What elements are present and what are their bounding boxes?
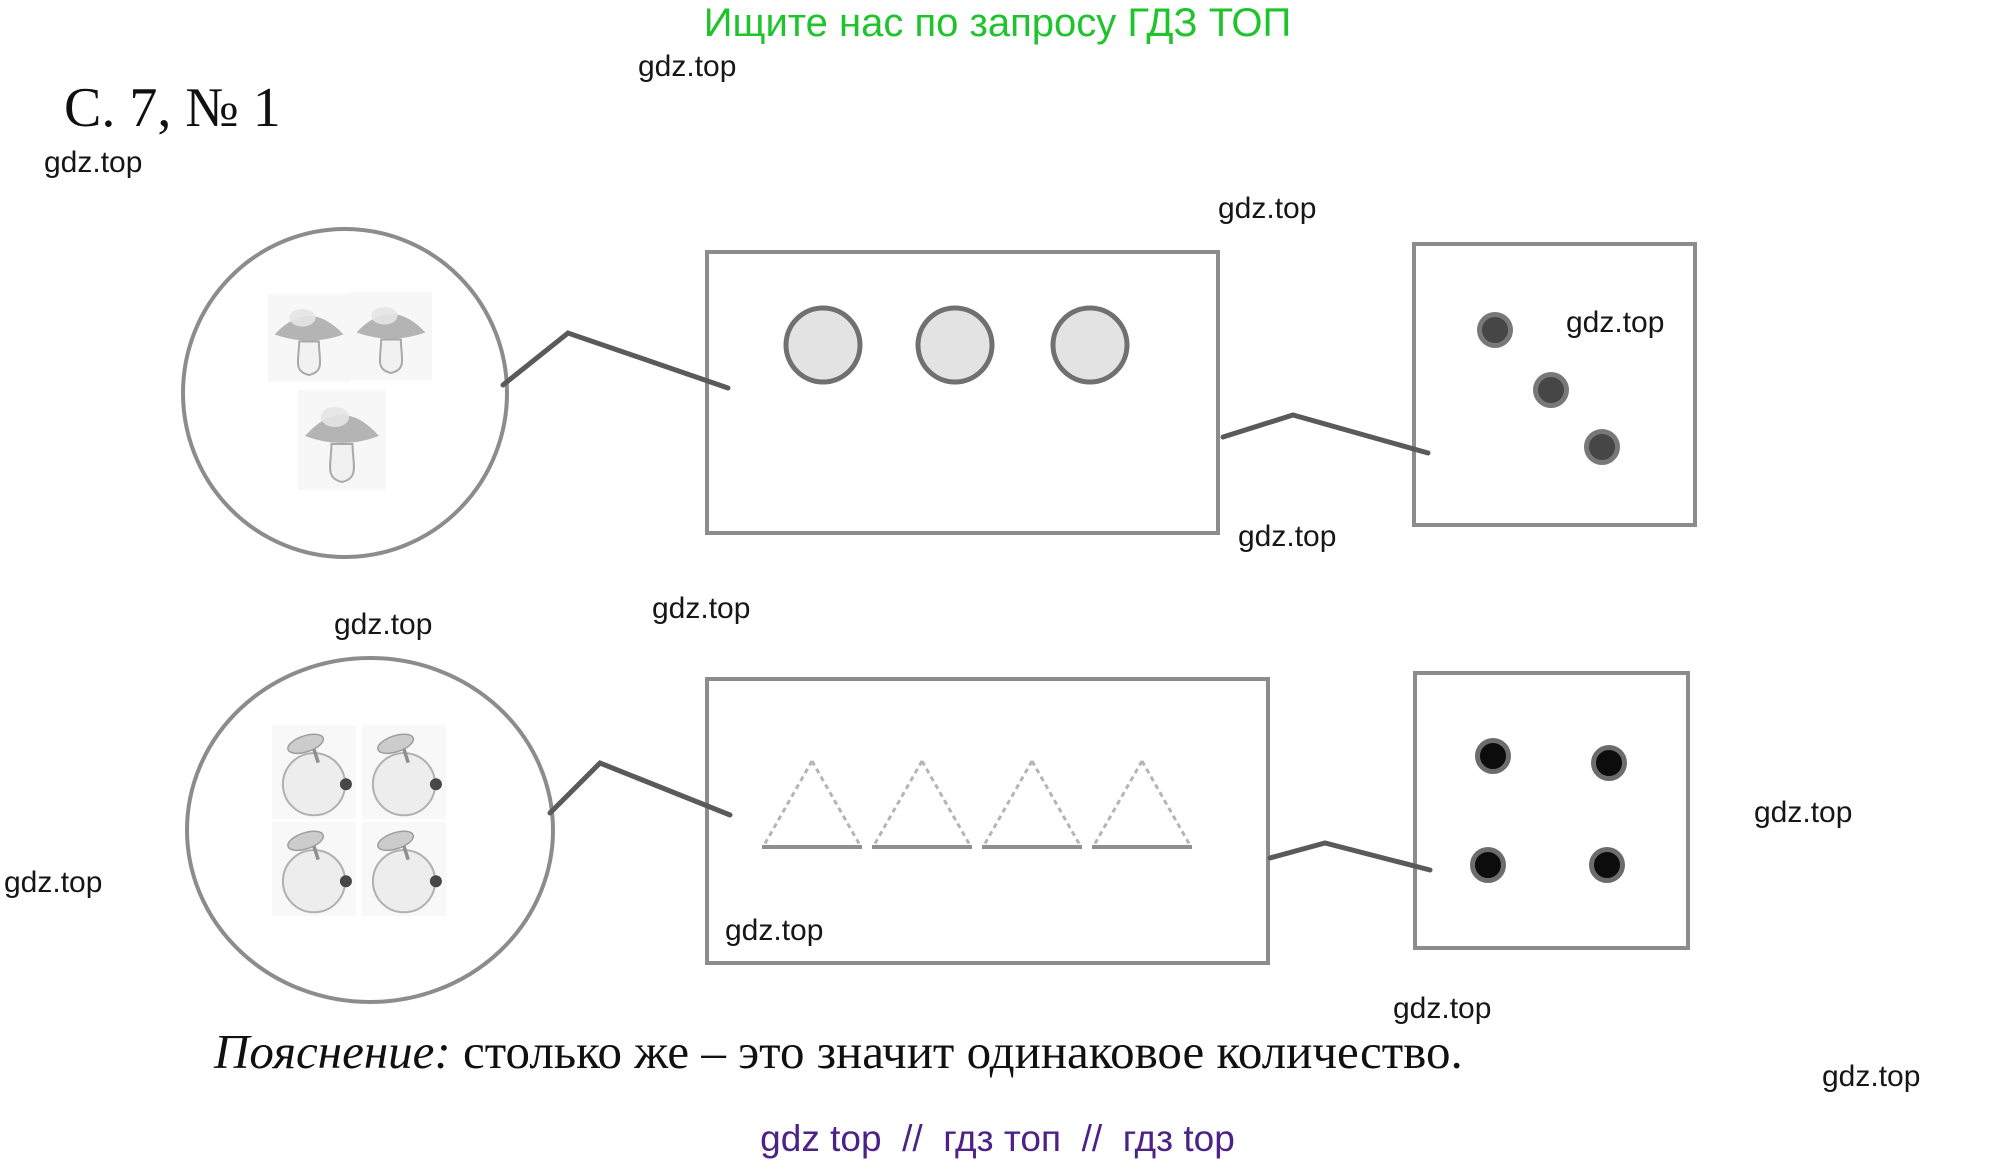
row2-connector-left <box>547 760 733 818</box>
row1-middle-box <box>705 250 1220 535</box>
apple-icon <box>362 725 446 819</box>
mushroom-icon <box>268 294 350 382</box>
watermark-2: gdz.top <box>44 146 143 179</box>
watermark-1: gdz.top <box>638 50 737 83</box>
mushrooms-group <box>268 292 432 490</box>
watermark-12: gdz.top <box>1822 1060 1921 1093</box>
footer-watermark: gdz top // гдз топ // гдз top <box>760 1118 1235 1159</box>
row2-answer-box <box>1413 671 1690 950</box>
row1-connector-left <box>500 330 731 391</box>
gray-circles-group <box>783 305 1130 385</box>
triangle-shape <box>981 760 1083 849</box>
apple-icon <box>362 822 446 916</box>
watermark-7: gdz.top <box>334 608 433 641</box>
explanation-line: Пояснение: столько же – это значит одина… <box>214 1024 1463 1080</box>
watermark-10: gdz.top <box>1754 796 1853 829</box>
watermark-11: gdz.top <box>1393 992 1492 1025</box>
promo-banner: Ищите нас по запросу ГДЗ ТОП <box>703 1 1292 45</box>
watermark-3: gdz.top <box>1218 192 1317 225</box>
explanation-label: Пояснение: <box>214 1024 451 1079</box>
dot-shape <box>1584 429 1620 465</box>
row2-source-circle <box>185 656 555 1004</box>
apples-group <box>272 725 446 916</box>
dot-shape <box>1589 847 1625 883</box>
watermark-4: gdz.top <box>1566 306 1665 339</box>
apple-icon <box>272 725 356 819</box>
dots-row2-group <box>1470 738 1627 883</box>
dot-shape <box>1477 312 1513 348</box>
dot-shape <box>1475 738 1511 774</box>
watermark-5: gdz.top <box>1238 520 1337 553</box>
watermark-9: gdz.top <box>725 914 824 947</box>
dot-shape <box>1470 847 1506 883</box>
triangles-group <box>761 760 1193 849</box>
row2-connector-right <box>1267 840 1433 873</box>
row1-source-circle <box>181 227 509 559</box>
gray-circle-shape <box>1050 305 1130 385</box>
mushroom-icon <box>298 390 386 490</box>
row2-middle-box <box>705 677 1270 965</box>
mushroom-icon <box>350 292 432 380</box>
explanation-text: столько же – это значит одинаковое колич… <box>450 1024 1463 1079</box>
triangle-shape <box>1091 760 1193 849</box>
watermark-8: gdz.top <box>4 866 103 899</box>
page-title: С. 7, № 1 <box>64 77 281 139</box>
gray-circle-shape <box>783 305 863 385</box>
row1-connector-right <box>1220 412 1431 456</box>
apple-icon <box>272 822 356 916</box>
gray-circle-shape <box>915 305 995 385</box>
row1-answer-box <box>1412 242 1697 527</box>
dot-shape <box>1533 372 1569 408</box>
watermark-6: gdz.top <box>652 592 751 625</box>
triangle-shape <box>761 760 863 849</box>
dot-shape <box>1591 745 1627 781</box>
dots-row1-group <box>1477 312 1620 465</box>
triangle-shape <box>871 760 973 849</box>
